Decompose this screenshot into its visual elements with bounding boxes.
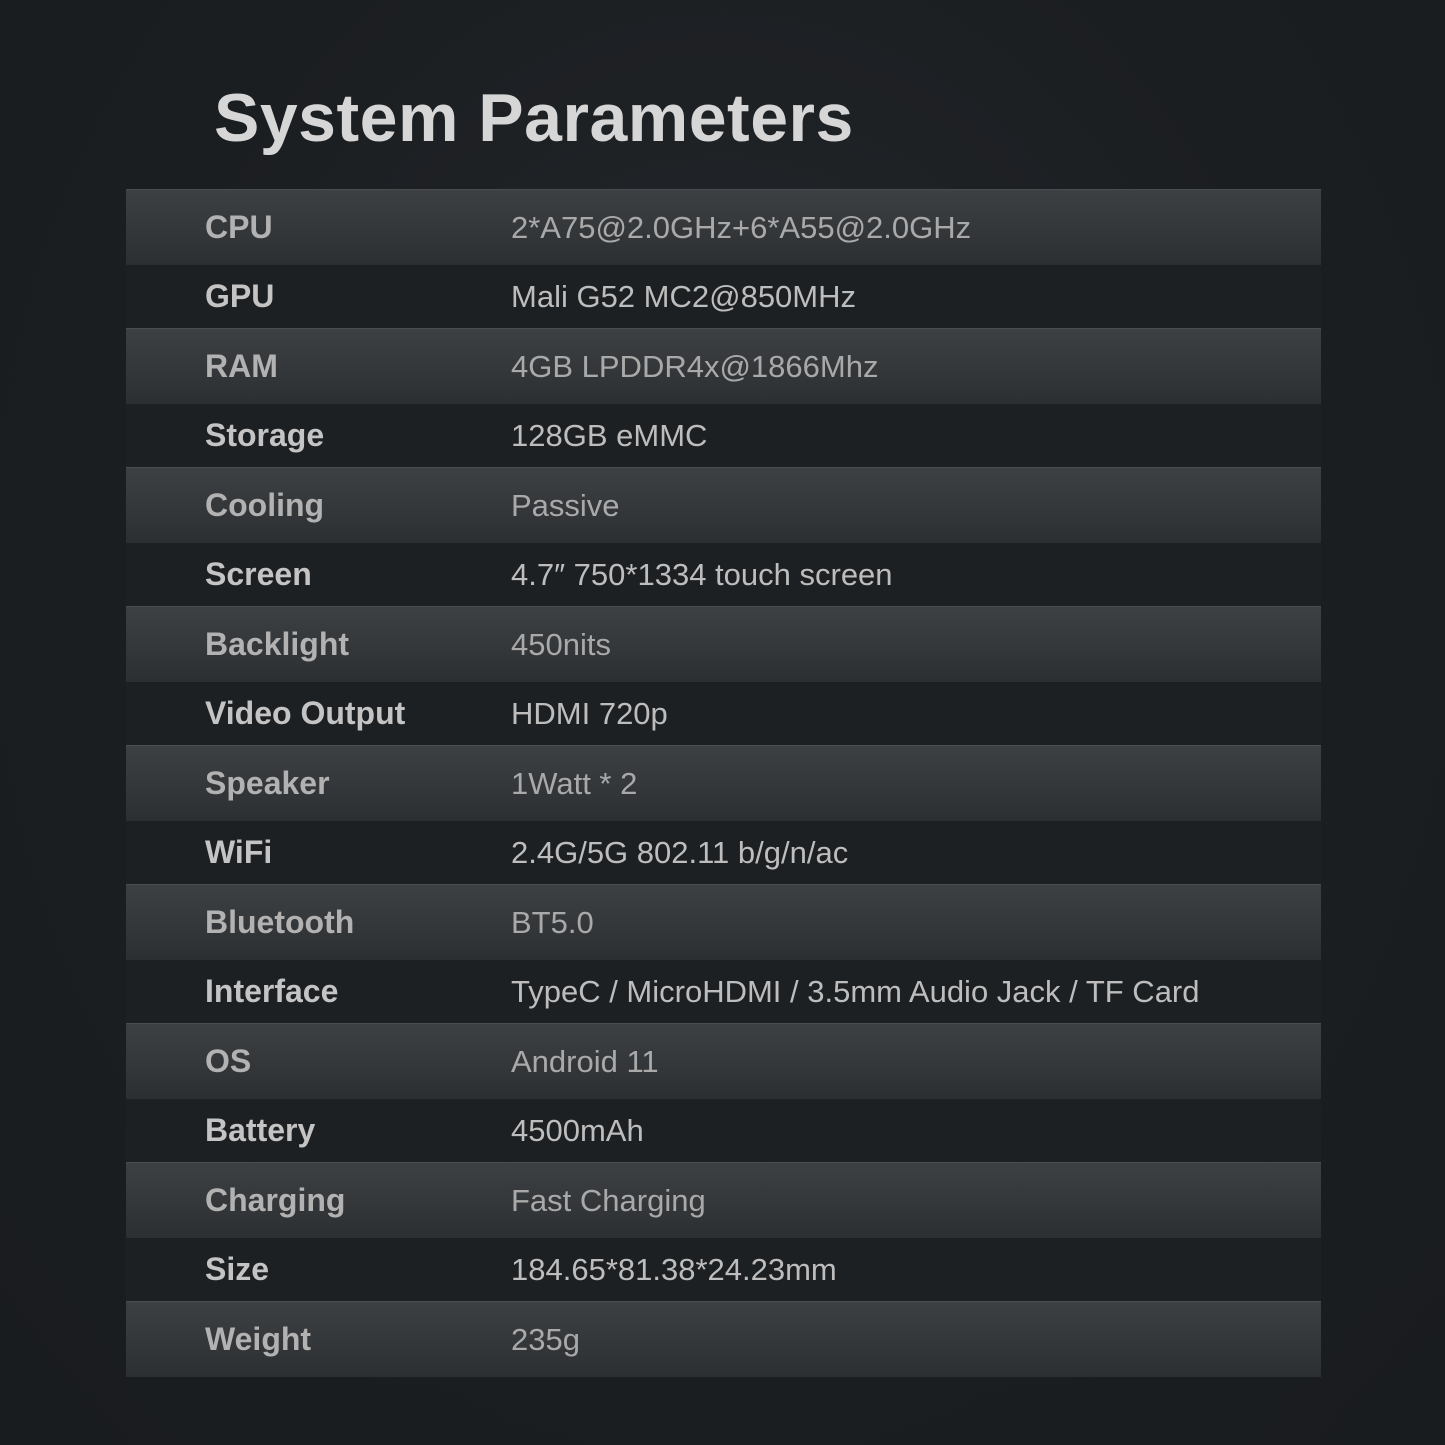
spec-label: Battery <box>205 1112 316 1148</box>
spec-value: 4500mAh <box>511 1112 644 1148</box>
spec-row-interface: Interface TypeC / MicroHDMI / 3.5mm Audi… <box>126 960 1321 1023</box>
spec-label: GPU <box>205 278 275 314</box>
spec-value: 235g <box>511 1321 580 1357</box>
page-title: System Parameters <box>214 80 854 156</box>
spec-row-video-output: Video Output HDMI 720p <box>126 682 1321 745</box>
spec-row-os: OS Android 11 <box>126 1023 1321 1099</box>
spec-value: 128GB eMMC <box>511 417 708 453</box>
spec-label: Cooling <box>205 487 325 523</box>
spec-label: CPU <box>205 209 273 245</box>
spec-label: Storage <box>205 417 325 453</box>
spec-label: WiFi <box>205 834 273 870</box>
spec-label: Backlight <box>205 626 350 662</box>
spec-value: Fast Charging <box>511 1182 706 1218</box>
spec-value: 4.7″ 750*1334 touch screen <box>511 556 893 592</box>
spec-label: Video Output <box>205 695 406 731</box>
spec-label: OS <box>205 1043 252 1079</box>
spec-row-wifi: WiFi 2.4G/5G 802.11 b/g/n/ac <box>126 821 1321 884</box>
spec-row-gpu: GPU Mali G52 MC2@850MHz <box>126 265 1321 328</box>
spec-value: 2*A75@2.0GHz+6*A55@2.0GHz <box>511 209 972 245</box>
spec-label: Speaker <box>205 765 330 801</box>
spec-row-speaker: Speaker 1Watt * 2 <box>126 745 1321 821</box>
spec-row-size: Size 184.65*81.38*24.23mm <box>126 1238 1321 1301</box>
spec-value: 1Watt * 2 <box>511 765 638 801</box>
spec-value: TypeC / MicroHDMI / 3.5mm Audio Jack / T… <box>511 973 1200 1009</box>
spec-value: BT5.0 <box>511 904 594 940</box>
spec-label: Weight <box>205 1321 312 1357</box>
spec-table: CPU 2*A75@2.0GHz+6*A55@2.0GHz GPU Mali G… <box>126 189 1321 1377</box>
spec-row-cpu: CPU 2*A75@2.0GHz+6*A55@2.0GHz <box>126 189 1321 265</box>
spec-row-ram: RAM 4GB LPDDR4x@1866Mhz <box>126 328 1321 404</box>
spec-value: 450nits <box>511 626 611 662</box>
spec-value: 4GB LPDDR4x@1866Mhz <box>511 348 879 384</box>
spec-row-weight: Weight 235g <box>126 1301 1321 1377</box>
spec-row-cooling: Cooling Passive <box>126 467 1321 543</box>
spec-value: Passive <box>511 487 620 523</box>
spec-value: 2.4G/5G 802.11 b/g/n/ac <box>511 834 849 870</box>
spec-label: Size <box>205 1251 270 1287</box>
spec-label: Charging <box>205 1182 346 1218</box>
spec-row-bluetooth: Bluetooth BT5.0 <box>126 884 1321 960</box>
spec-row-screen: Screen 4.7″ 750*1334 touch screen <box>126 543 1321 606</box>
spec-label: Bluetooth <box>205 904 355 940</box>
spec-label: Screen <box>205 556 312 592</box>
spec-row-battery: Battery 4500mAh <box>126 1099 1321 1162</box>
spec-value: HDMI 720p <box>511 695 668 731</box>
spec-value: 184.65*81.38*24.23mm <box>511 1251 837 1287</box>
spec-value: Android 11 <box>511 1043 659 1079</box>
spec-row-backlight: Backlight 450nits <box>126 606 1321 682</box>
spec-label: Interface <box>205 973 339 1009</box>
spec-row-storage: Storage 128GB eMMC <box>126 404 1321 467</box>
spec-label: RAM <box>205 348 278 384</box>
spec-row-charging: Charging Fast Charging <box>126 1162 1321 1238</box>
spec-value: Mali G52 MC2@850MHz <box>511 278 857 314</box>
